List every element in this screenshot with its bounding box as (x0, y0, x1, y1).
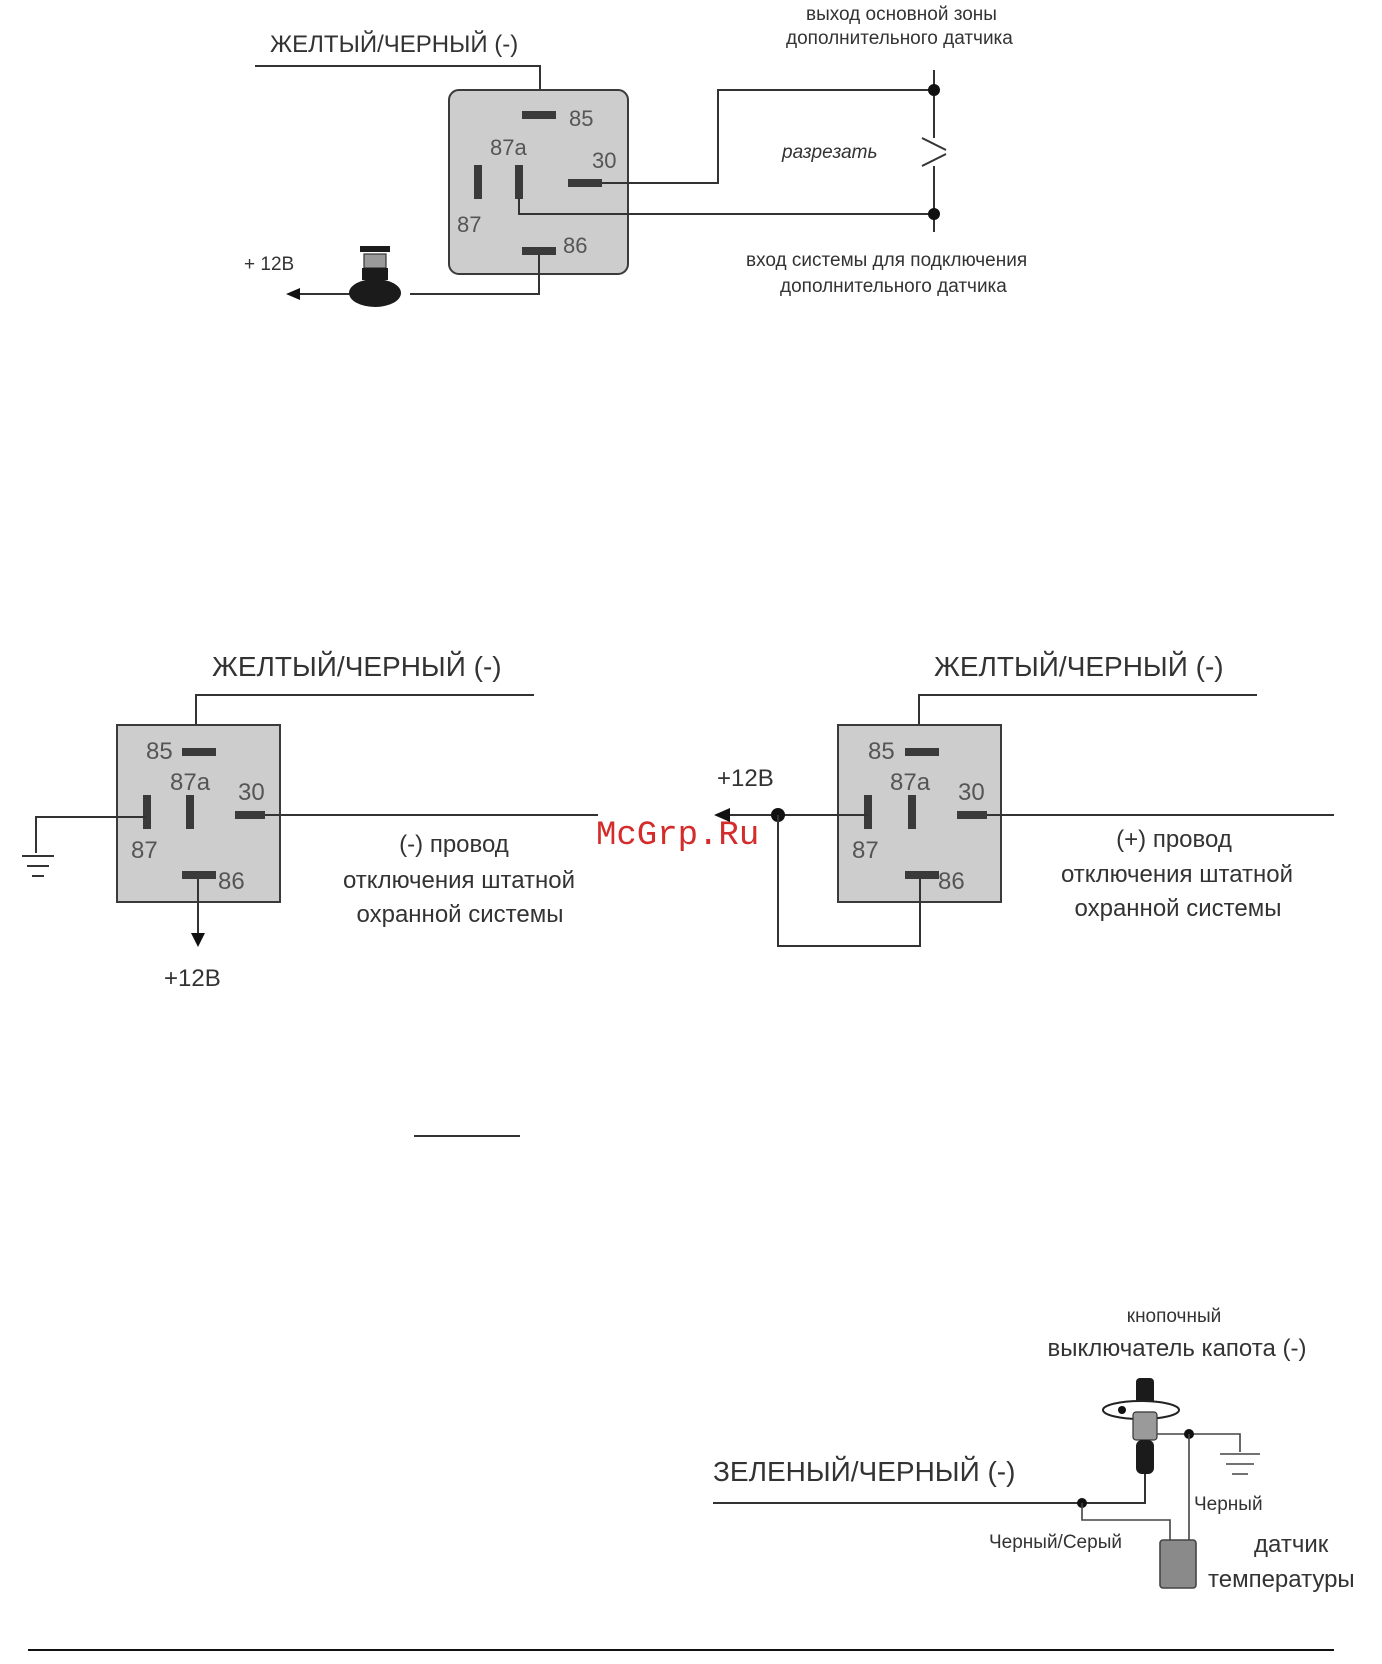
left-pin-85 (182, 748, 216, 756)
left-pin-86-label: 86 (218, 868, 245, 895)
right-pin-86 (905, 871, 939, 879)
top-output-label-line2: дополнительного датчика (786, 28, 1013, 49)
left-plus-arrow-icon (191, 933, 205, 947)
hood-ground-icon (1220, 1453, 1260, 1475)
top-input-junction (928, 208, 940, 220)
hood-switch-icon (1102, 1378, 1180, 1474)
right-pin-86-loop-wire (777, 815, 921, 947)
top-cut-icon (921, 137, 947, 167)
left-pin-86 (182, 871, 216, 879)
right-desc-line3: охранной системы (1075, 895, 1282, 922)
top-wire-label: ЖЕЛТЫЙ/ЧЕРНЫЙ (-) (270, 30, 518, 58)
left-ground-wire (35, 816, 147, 853)
hood-sensor-label-line2: температуры (1208, 1566, 1355, 1593)
left-pin-85-label: 85 (146, 738, 173, 765)
left-desc-line2: отключения штатной (343, 867, 575, 894)
right-relay-diagram: ЖЕЛТЫЙ/ЧЕРНЫЙ (-) 85 87a 30 87 86 +12В (… (714, 651, 1334, 947)
top-pin-87a-label: 87a (490, 135, 527, 160)
top-pin-87 (474, 165, 482, 199)
top-pin-30-label: 30 (592, 148, 616, 173)
hood-switch-label-line2: выключатель капота (-) (1048, 1335, 1307, 1362)
left-pin-87 (143, 795, 151, 829)
right-plus-label: +12В (717, 765, 774, 792)
left-pin-30 (235, 811, 265, 819)
top-input-label-line1: вход системы для подключения (746, 250, 1027, 271)
right-pin-30 (957, 811, 987, 819)
top-cut-label: разрезать (781, 142, 877, 163)
left-pin-87-label: 87 (131, 837, 158, 864)
hood-black-gray-label: Черный/Серый (989, 1532, 1122, 1553)
right-pin-86-label: 86 (938, 868, 965, 895)
left-ground-icon (22, 855, 54, 877)
top-pin-85-label: 85 (569, 106, 593, 131)
top-input-label-line2: дополнительного датчика (780, 276, 1007, 297)
left-desc-line1: (-) провод (399, 831, 509, 858)
right-desc-line1: (+) провод (1116, 826, 1232, 853)
hood-sensor-label-line1: датчик (1254, 1531, 1329, 1558)
right-pin-87 (864, 795, 872, 829)
left-pin-30-label: 30 (238, 779, 265, 806)
hood-black-label: Черный (1194, 1494, 1263, 1515)
right-desc-line2: отключения штатной (1061, 861, 1293, 888)
left-pin-87a (186, 795, 194, 829)
top-pin-87-label: 87 (457, 212, 481, 237)
top-sensor-output-wire (602, 89, 934, 184)
right-wire-label: ЖЕЛТЫЙ/ЧЕРНЫЙ (-) (934, 651, 1224, 682)
top-plus-label: + 12В (244, 254, 294, 275)
watermark-text: McGrp.Ru (596, 817, 759, 855)
right-pin-30-label: 30 (958, 779, 985, 806)
right-pin-85 (905, 748, 939, 756)
top-output-label-line1: выход основной зоны (806, 4, 997, 25)
right-pin-87-label: 87 (852, 837, 879, 864)
left-plus-label: +12В (164, 965, 221, 992)
top-pin-86 (522, 247, 556, 255)
hood-ground-wire (1157, 1433, 1241, 1452)
top-fuse-icon (349, 246, 401, 307)
left-desc-line3: охранной системы (357, 901, 564, 928)
top-pin-86-wire (410, 255, 540, 295)
top-output-junction (928, 84, 940, 96)
left-pin-87a-label: 87a (170, 769, 211, 796)
left-wire-label: ЖЕЛТЫЙ/ЧЕРНЫЙ (-) (212, 651, 502, 682)
top-relay-diagram: ЖЕЛТЫЙ/ЧЕРНЫЙ (-) 85 87a 30 87 86 выход … (244, 4, 1027, 307)
top-pin-87a (515, 165, 523, 199)
top-pin-85 (522, 111, 556, 119)
hood-wire-label: ЗЕЛЕНЫЙ/ЧЕРНЫЙ (-) (713, 1456, 1015, 1487)
right-pin-85-label: 85 (868, 738, 895, 765)
hood-green-black-wire (713, 1474, 1146, 1504)
hood-black-gray-wire (1081, 1503, 1171, 1542)
right-pin-87a (908, 795, 916, 829)
left-relay-diagram: ЖЕЛТЫЙ/ЧЕРНЫЙ (-) 85 87a 30 87 86 +12В (… (22, 651, 598, 992)
hood-switch-diagram: кнопочный выключатель капота (-) Черный … (713, 1306, 1355, 1593)
hood-switch-label-line1: кнопочный (1127, 1306, 1221, 1327)
right-plus-arrow-icon (714, 808, 730, 822)
top-pin-30 (568, 179, 602, 187)
top-plus-arrow-icon (286, 288, 300, 300)
temperature-sensor-icon (1159, 1539, 1197, 1589)
top-system-input-wire (518, 199, 934, 215)
top-pin-86-label: 86 (563, 233, 587, 258)
right-pin-87a-label: 87a (890, 769, 931, 796)
